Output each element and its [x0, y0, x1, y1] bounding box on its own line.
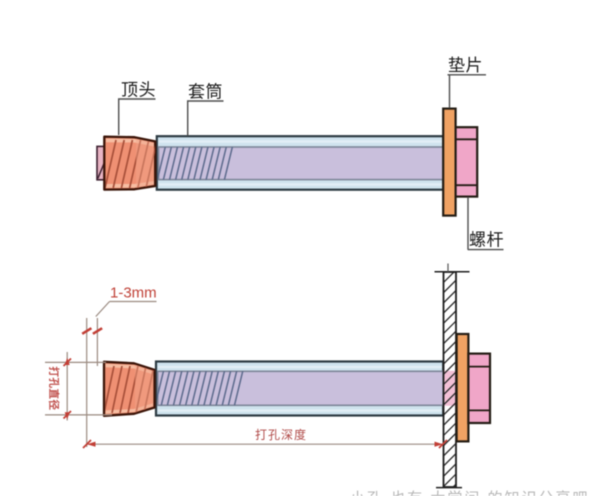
svg-text:1-3mm: 1-3mm [110, 285, 157, 302]
svg-text:打孔深度: 打孔深度 [255, 427, 307, 442]
svg-text:小孔 也有 大学问 的知识分享吧: 小孔 也有 大学问 的知识分享吧 [350, 490, 590, 496]
svg-text:螺杆: 螺杆 [469, 231, 504, 250]
svg-text:垫片: 垫片 [448, 56, 483, 75]
svg-text:打孔直径: 打孔直径 [48, 367, 61, 411]
svg-text:套筒: 套筒 [188, 83, 223, 102]
svg-text:顶头: 顶头 [121, 81, 156, 100]
